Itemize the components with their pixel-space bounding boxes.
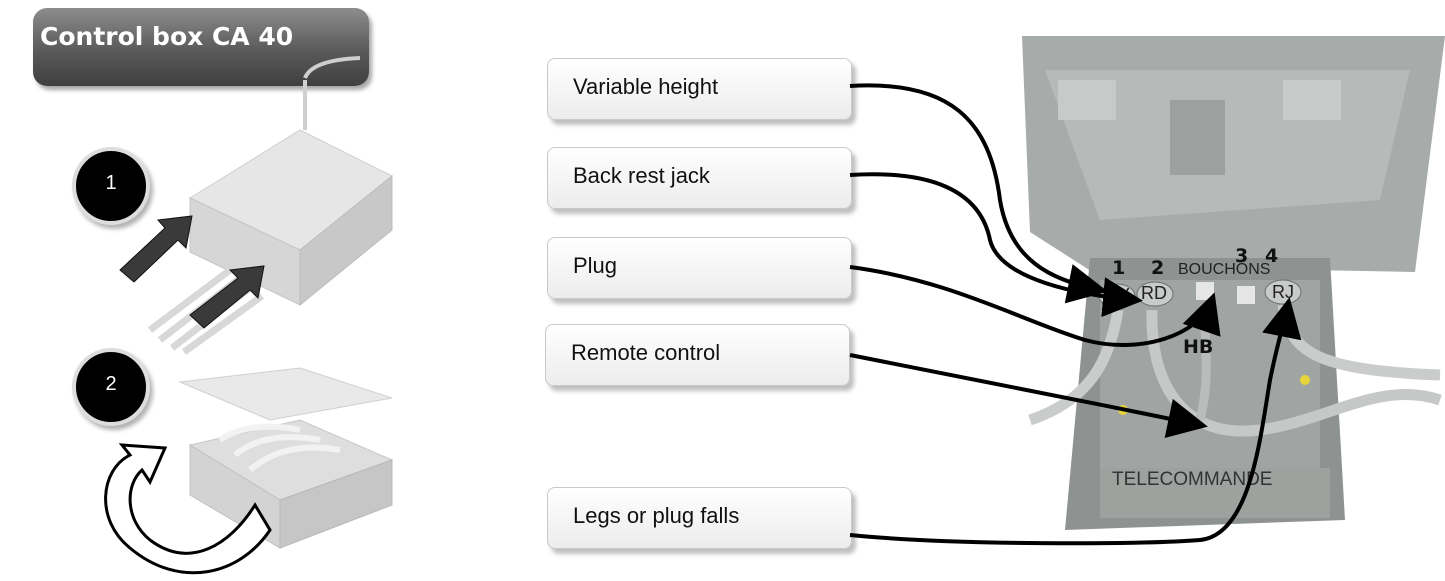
step-number-1: 1 [105, 172, 117, 194]
label-remote-control: Remote control [571, 340, 721, 365]
title-box [33, 8, 369, 86]
label-legs-or-plug-falls: Legs or plug falls [573, 503, 740, 528]
connector-variable-height [849, 83, 1108, 304]
socket-code-rj: RJ [1272, 282, 1294, 302]
telecommande-label: TELECOMMANDE [1112, 469, 1273, 490]
title-text: Control box CA 40 [40, 22, 294, 51]
label-variable-height: Variable height [573, 74, 719, 99]
label-back-rest-jack: Back rest jack [573, 163, 710, 188]
socket-code-rd: RD [1141, 283, 1167, 303]
label-box-variable-height [547, 58, 852, 120]
label-plug: Plug [573, 253, 618, 278]
label-box-back-rest-jack [547, 147, 852, 209]
step-circle-1 [72, 147, 150, 225]
connector-plug [849, 265, 1221, 348]
open-box-illustration [104, 367, 394, 575]
connector-legs-or-plug-falls [849, 297, 1302, 546]
label-box-legs-or-plug-falls [547, 487, 852, 549]
socket-number-1: 1 [1112, 257, 1126, 279]
label-box-remote-control [545, 324, 850, 386]
bouchons-label: BOUCHONS [1178, 261, 1271, 278]
arrow-2-icon [189, 265, 265, 329]
step-number-2: 2 [105, 373, 117, 395]
connector-remote-control [849, 353, 1208, 439]
curved-arrow-icon [104, 443, 272, 575]
connector-back-rest-jack [849, 172, 1143, 318]
socket-number-4: 4 [1265, 245, 1279, 267]
closed-box-illustration [119, 56, 393, 355]
socket-number-2: 2 [1151, 257, 1165, 279]
step-circle-2 [72, 348, 150, 426]
arrow-1-icon [119, 215, 193, 283]
hb-label: HB [1183, 336, 1214, 358]
socket-number-3: 3 [1235, 245, 1249, 267]
